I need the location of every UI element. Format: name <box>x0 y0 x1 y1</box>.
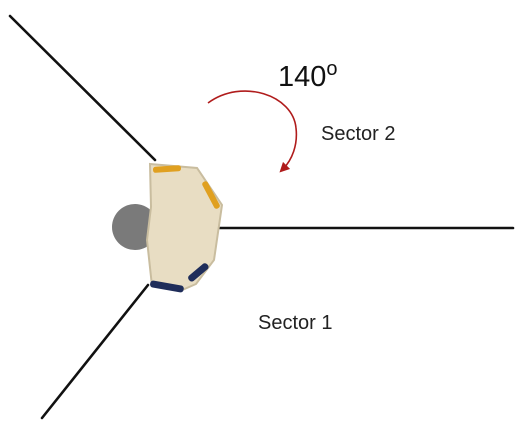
device-body <box>145 162 224 293</box>
boundary-line-upper <box>8 14 157 162</box>
sensor-dark-blue-right <box>188 263 209 282</box>
sensor-orange-right <box>202 181 220 209</box>
sector-2-label: Sector 2 <box>321 123 395 145</box>
degree-symbol: o <box>326 58 337 80</box>
rotation-arrow <box>207 90 298 173</box>
angle-value: 140 <box>278 61 326 93</box>
sensor-orange-top <box>152 165 182 173</box>
sensor-dark-blue-bottom <box>150 280 184 293</box>
sector-1-label: Sector 1 <box>258 312 332 334</box>
angle-label: 140o <box>278 58 338 93</box>
boundary-line-lower <box>40 283 150 420</box>
